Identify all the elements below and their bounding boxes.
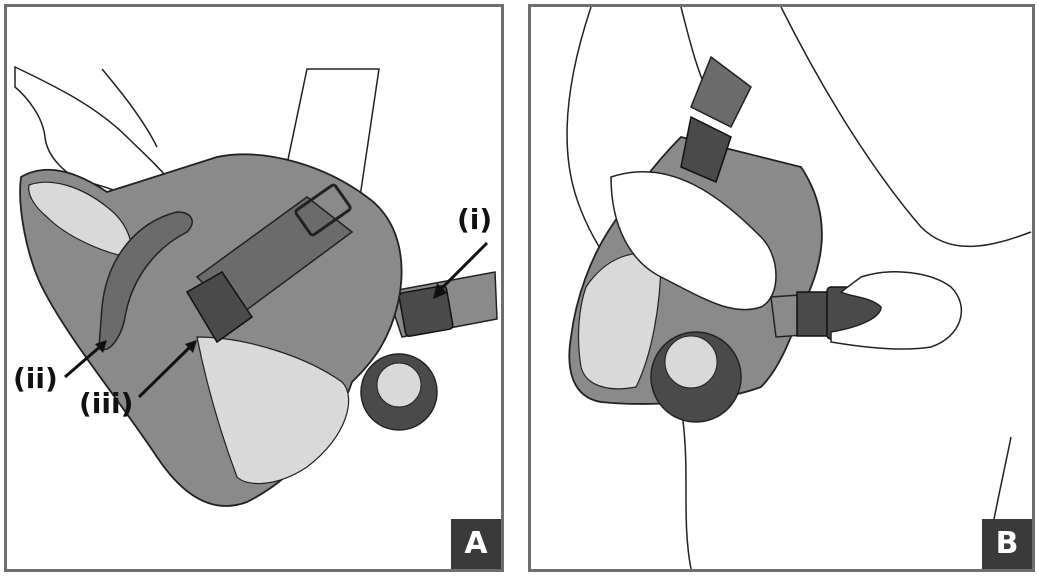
panel-a: (i) (ii) (iii) A — [4, 4, 504, 572]
arrow-ii-head — [95, 340, 107, 353]
callout-i: (i) — [457, 203, 493, 236]
arrow-i-head — [433, 283, 447, 299]
arm-line — [101, 68, 158, 148]
arrow-ii — [64, 343, 103, 379]
arrow-i — [435, 241, 489, 295]
sling-illustration-b — [566, 7, 1032, 569]
callout-iii: (iii) — [79, 387, 134, 420]
legs-outline — [680, 406, 1012, 569]
arrow-iii — [137, 343, 194, 399]
shoulder-strap-b — [690, 55, 752, 129]
squeeze-ball-highlight — [376, 362, 422, 408]
sling-inner-front — [196, 336, 350, 485]
panel-b-label: B — [982, 519, 1032, 569]
thumb-loop-strap — [98, 211, 193, 351]
squeeze-ball-highlight-b — [664, 335, 718, 389]
center-buckle — [185, 271, 254, 344]
panel-b: B — [528, 4, 1035, 572]
shoulder-buckle-b — [680, 115, 732, 184]
callout-ii: (ii) — [13, 362, 58, 395]
side-buckle — [398, 285, 454, 337]
right-hand — [830, 271, 962, 350]
sling-illustration-a — [14, 65, 498, 507]
forearm — [610, 171, 777, 311]
strap-loop — [294, 183, 352, 237]
arrow-iii-head — [185, 340, 197, 353]
panel-a-label: A — [451, 519, 501, 569]
